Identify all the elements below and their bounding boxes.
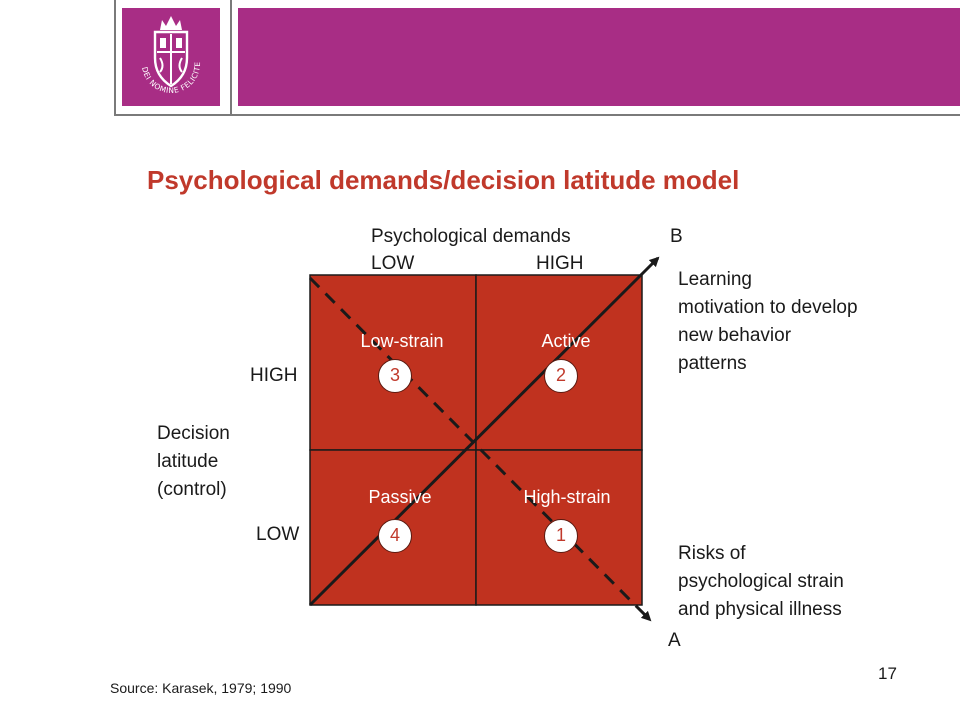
quadrant-label-active: Active [541, 331, 591, 351]
header-frame-bottom [114, 114, 960, 116]
x-axis-title: Psychological demands [371, 226, 571, 247]
university-logo: IN DEI NOMINE FELICITER [119, 1, 220, 106]
x-axis-high-label: HIGH [536, 253, 584, 274]
arrow-a-caption-line: Risks of [678, 543, 746, 564]
quadrant-number-badge: 4 [378, 519, 412, 553]
y-axis-low-label: LOW [256, 524, 300, 545]
quadrant-label-low-strain: Low-strain [360, 331, 444, 351]
header-banner [238, 8, 960, 106]
y-axis-title-line: (control) [157, 479, 227, 500]
quadrant-label-high-strain: High-strain [523, 487, 611, 507]
arrow-b-caption-line: patterns [678, 353, 747, 374]
arrow-b-line [308, 256, 660, 607]
arrow-a-line [308, 276, 652, 622]
arrow-a-caption-line: and physical illness [678, 599, 842, 620]
arrow-b-letter: B [670, 226, 683, 247]
quadrant-number-badge: 3 [378, 359, 412, 393]
slide-title: Psychological demands/decision latitude … [147, 165, 740, 195]
quadrant-label-passive: Passive [368, 487, 432, 507]
arrow-a-caption-line: psychological strain [678, 571, 844, 592]
arrow-a-letter: A [668, 630, 681, 651]
y-axis-title-line: latitude [157, 451, 219, 472]
arrow-b-caption-line: Learning [678, 269, 752, 290]
page-number: 17 [878, 664, 897, 683]
arrow-b-caption: Learning motivation to develop new behav… [678, 266, 858, 378]
source-citation: Source: Karasek, 1979; 1990 [110, 680, 292, 696]
arrow-b-caption-line: motivation to develop [678, 297, 858, 318]
y-axis-high-label: HIGH [250, 365, 298, 386]
y-axis-title: Decision latitude (control) [157, 420, 230, 504]
arrow-b-caption-line: new behavior [678, 325, 792, 346]
header-frame-left [114, 0, 116, 116]
x-axis-low-label: LOW [371, 253, 415, 274]
arrow-a-caption: Risks of psychological strain and physic… [678, 540, 844, 624]
quadrant-number-badge: 2 [544, 359, 578, 393]
y-axis-title-line: Decision [157, 423, 230, 444]
header-frame-divider [230, 0, 232, 116]
quadrant-number-badge: 1 [544, 519, 578, 553]
crest-icon: IN DEI NOMINE FELICITER [119, 1, 202, 95]
